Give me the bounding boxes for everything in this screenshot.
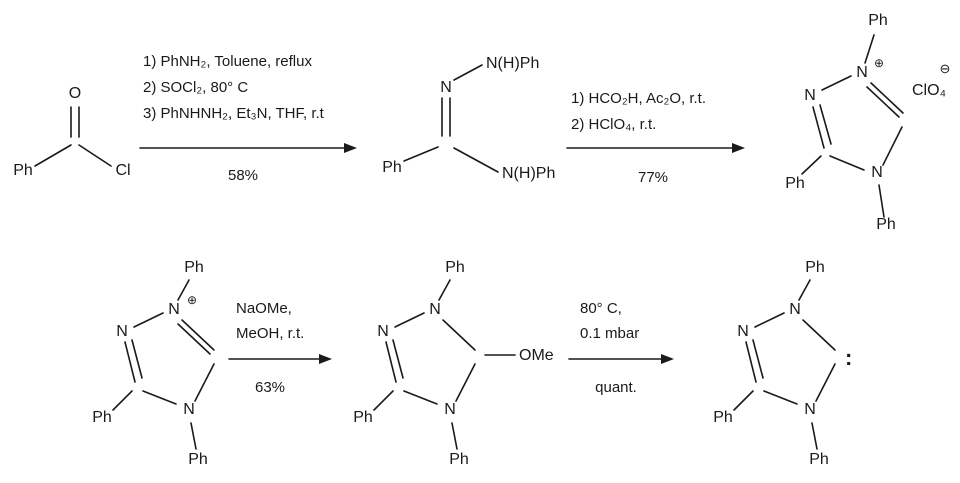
- yield-label: 77%: [638, 169, 668, 186]
- condition-line: 1) HCO₂H, Ac₂O, r.t.: [571, 90, 706, 107]
- benzoyl-chloride: O Ph Cl: [13, 85, 130, 179]
- phenyl-label: Ph: [713, 409, 733, 426]
- arrowhead-icon: [661, 354, 674, 364]
- condition-line: 0.1 mbar: [580, 325, 639, 342]
- nhph-label: N(H)Ph: [502, 165, 555, 182]
- step3-arrow: NaOMe, MeOH, r.t. 63%: [228, 300, 332, 396]
- phenyl-label: Ph: [805, 259, 825, 276]
- yield-label: quant.: [595, 379, 637, 396]
- phenyl-label: Ph: [868, 12, 888, 29]
- plus-charge-icon: ⊕: [874, 56, 884, 70]
- nitrogen-label: N: [856, 64, 868, 81]
- condition-line: 3) PhNHNH₂, Et₃N, THF, r.t: [143, 105, 325, 122]
- perchlorate-label: ClO₄: [912, 82, 946, 99]
- step4-arrow: 80° C, 0.1 mbar quant.: [568, 300, 674, 396]
- bonds: [733, 279, 836, 450]
- condition-line: NaOMe,: [236, 300, 292, 317]
- nitrogen-label: N: [440, 79, 452, 96]
- condition-line: 2) HClO₄, r.t.: [571, 116, 656, 133]
- bonds: [373, 279, 516, 450]
- minus-charge-icon: ⊖: [940, 61, 951, 76]
- phenyl-label: Ph: [445, 259, 465, 276]
- nitrogen-label: N: [377, 323, 389, 340]
- bonds: [34, 106, 112, 167]
- phenyl-label: Ph: [184, 259, 204, 276]
- phenyl-label: Ph: [449, 451, 469, 468]
- phenyl-label: Ph: [382, 159, 402, 176]
- phenyl-label: Ph: [785, 175, 805, 192]
- nitrogen-label: N: [871, 164, 883, 181]
- bonds: [403, 64, 499, 173]
- bonds: [112, 279, 215, 450]
- nitrogen-label: N: [444, 401, 456, 418]
- phenyl-label: Ph: [353, 409, 373, 426]
- arrowhead-icon: [319, 354, 332, 364]
- phenyl-label: Ph: [92, 409, 112, 426]
- triazolium-perchlorate: Ph N ⊕ N Ph N Ph ClO₄ ⊖: [785, 12, 951, 233]
- yield-label: 63%: [255, 379, 285, 396]
- condition-line: 1) PhNH₂, Toluene, reflux: [143, 53, 312, 70]
- triazolylidene-carbene: Ph N N Ph N Ph :: [713, 259, 852, 468]
- condition-line: 2) SOCl₂, 80° C: [143, 79, 248, 96]
- nhph-label: N(H)Ph: [486, 55, 539, 72]
- oxygen-label: O: [69, 85, 81, 102]
- condition-line: MeOH, r.t.: [236, 325, 304, 342]
- nitrogen-label: N: [804, 87, 816, 104]
- triazolium-cation: Ph N ⊕ N Ph N Ph: [92, 259, 215, 468]
- chlorine-label: Cl: [115, 162, 130, 179]
- lone-pair-label: :: [845, 345, 852, 370]
- yield-label: 58%: [228, 167, 258, 184]
- step1-arrow: 1) PhNH₂, Toluene, reflux 2) SOCl₂, 80° …: [139, 53, 357, 184]
- arrowhead-icon: [732, 143, 745, 153]
- bonds: [801, 34, 904, 218]
- nitrogen-label: N: [737, 323, 749, 340]
- nitrogen-label: N: [789, 301, 801, 318]
- nitrogen-label: N: [429, 301, 441, 318]
- nitrogen-label: N: [183, 401, 195, 418]
- nitrogen-label: N: [168, 301, 180, 318]
- condition-line: 80° C,: [580, 300, 622, 317]
- nitrogen-label: N: [116, 323, 128, 340]
- plus-charge-icon: ⊕: [187, 293, 197, 307]
- phenyl-label: Ph: [809, 451, 829, 468]
- methoxy-triazoline: Ph N N Ph N Ph OMe: [353, 259, 554, 468]
- nitrogen-label: N: [804, 401, 816, 418]
- phenyl-label: Ph: [188, 451, 208, 468]
- amidrazone: N N(H)Ph Ph N(H)Ph: [382, 55, 555, 182]
- arrowhead-icon: [344, 143, 357, 153]
- methoxy-label: OMe: [519, 347, 554, 364]
- phenyl-label: Ph: [13, 162, 33, 179]
- phenyl-label: Ph: [876, 216, 896, 233]
- step2-arrow: 1) HCO₂H, Ac₂O, r.t. 2) HClO₄, r.t. 77%: [566, 90, 745, 186]
